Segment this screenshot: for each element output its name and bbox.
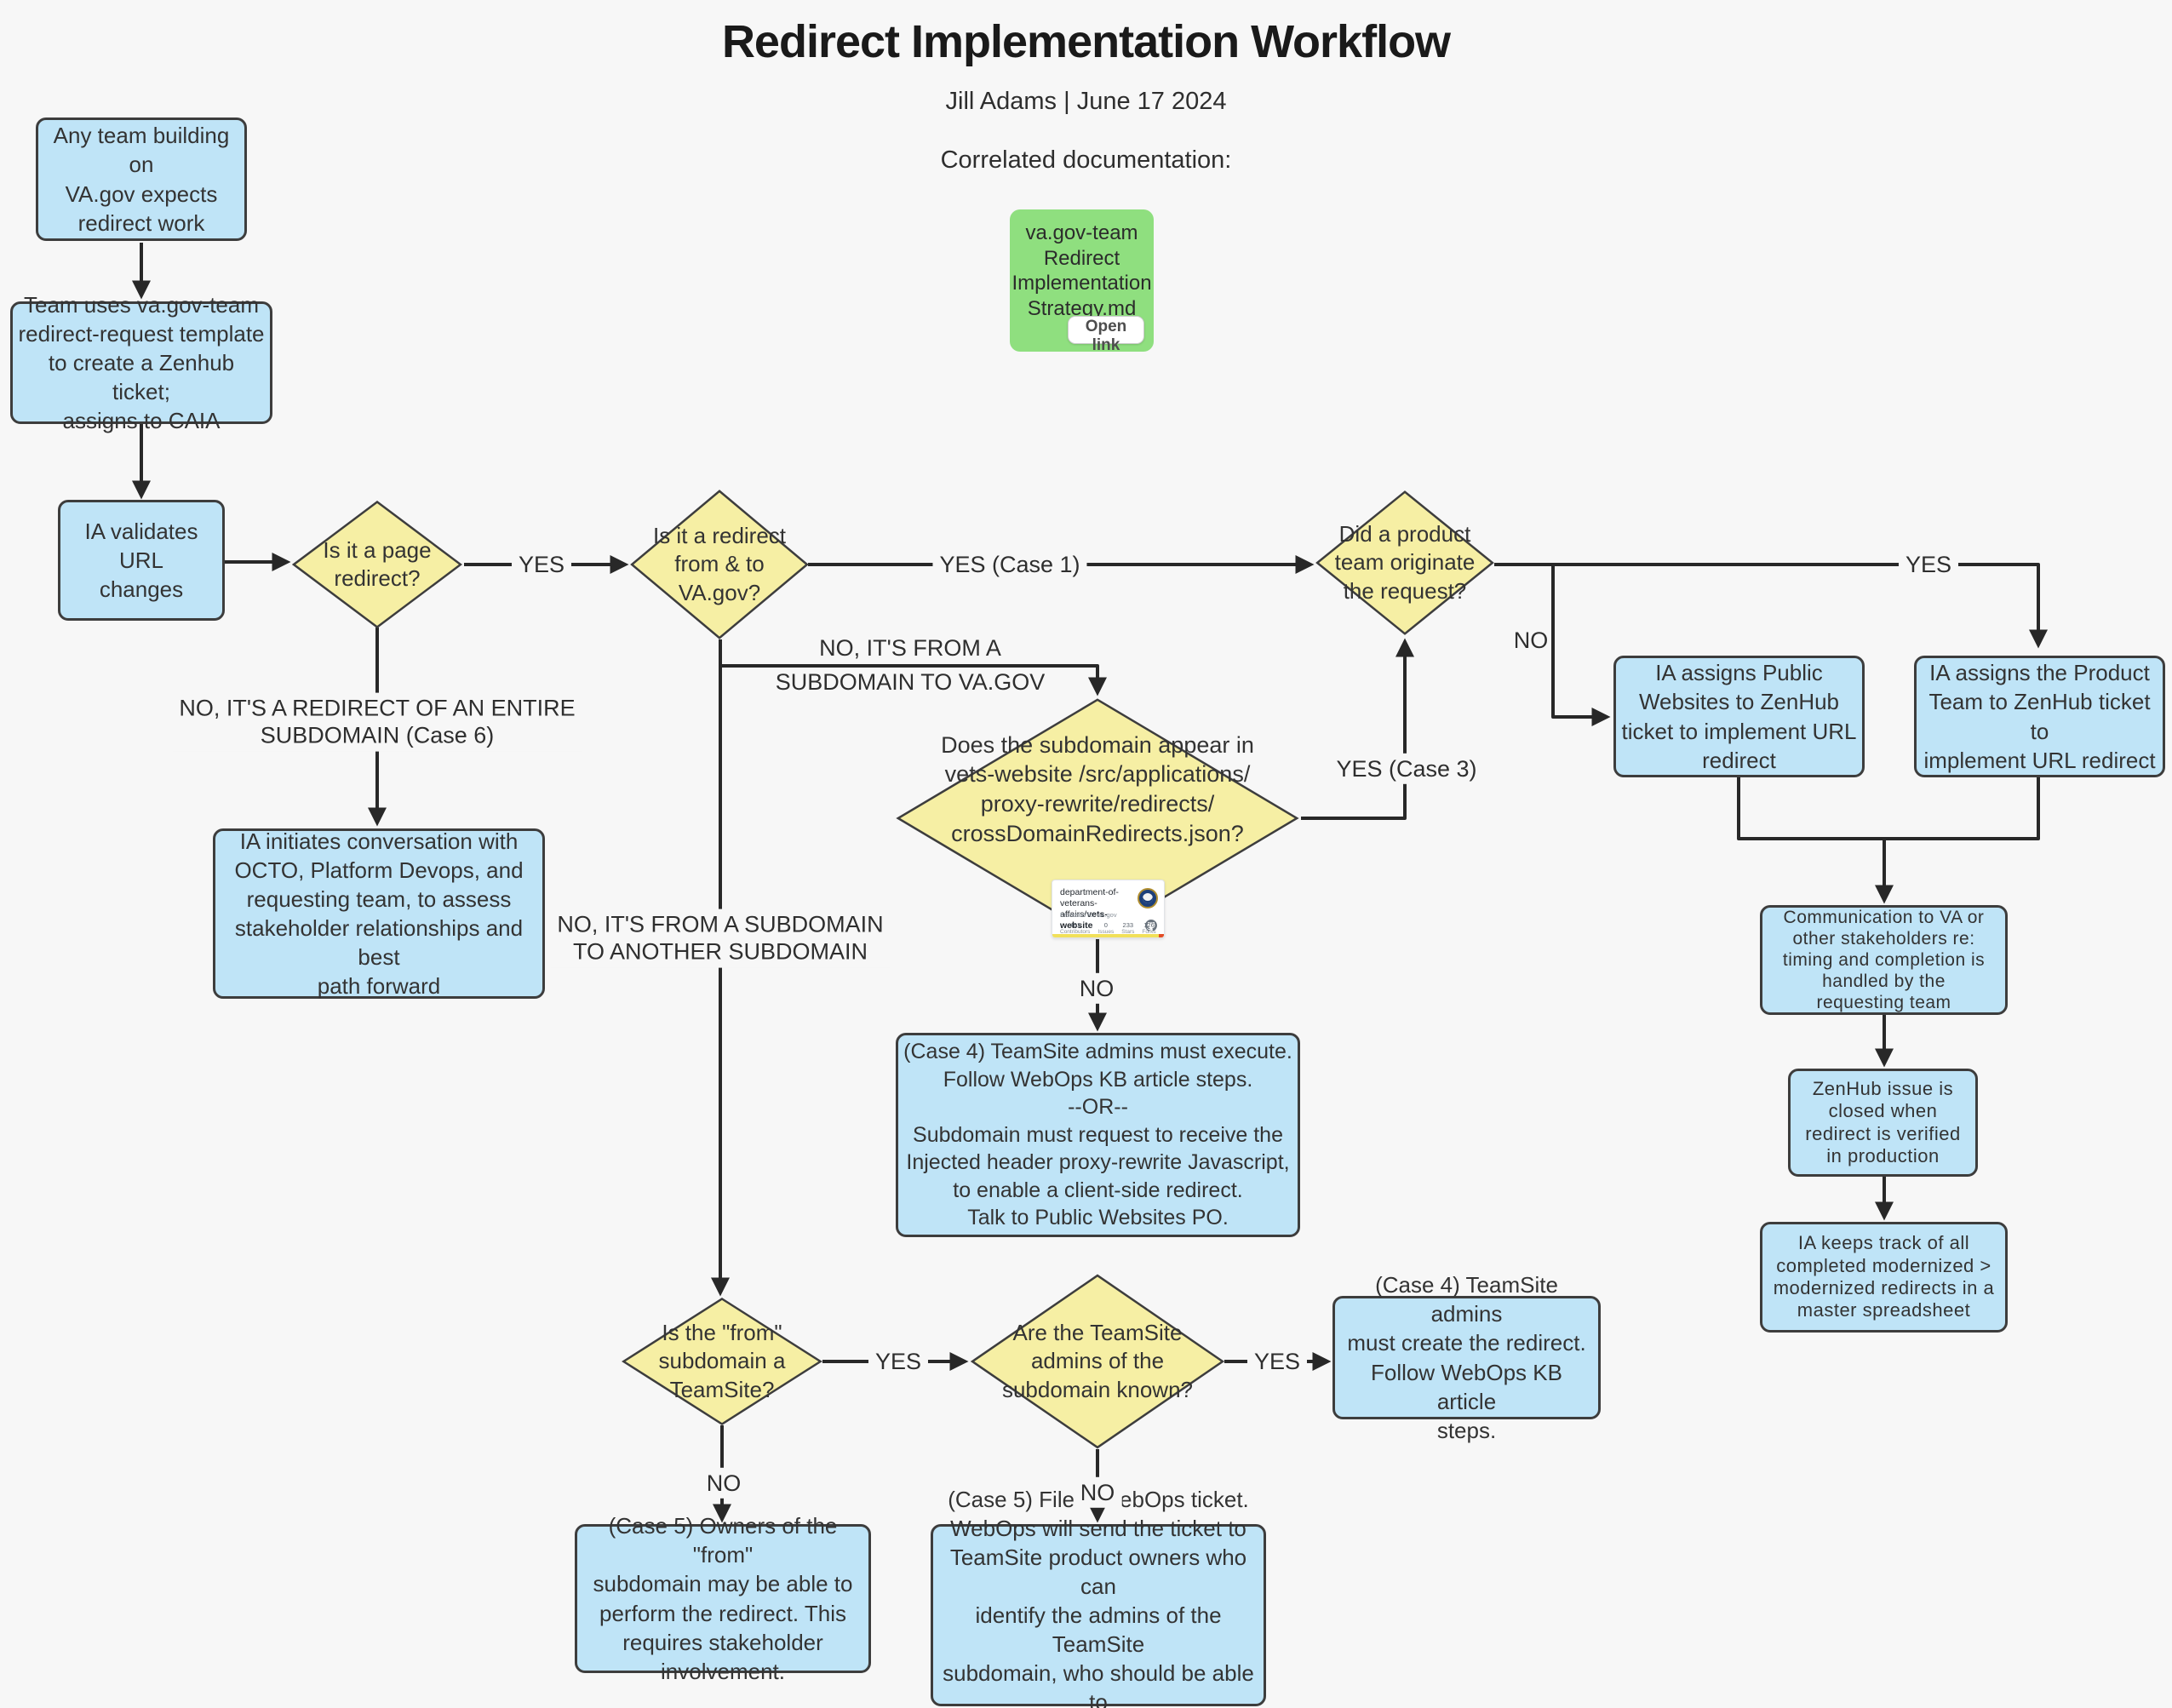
decision-admins-known-text: Are the TeamSite admins of the subdomain… <box>1001 1320 1194 1402</box>
github-repo-description: Frontend for VA.gov <box>1060 911 1117 919</box>
edge-label-no-teamsite: NO <box>699 1467 748 1499</box>
node-case5-webops: (Case 5) File a WebOps ticket. WebOps wi… <box>931 1487 1266 1708</box>
page-subtitle: Jill Adams | June 17 2024 <box>945 88 1227 115</box>
node-assign-public-websites: IA assigns Public Websites to ZenHub tic… <box>1613 656 1865 777</box>
edge-label-yes-admins: YES <box>1246 1345 1308 1378</box>
node-case5-owners: (Case 5) Owners of the "from" subdomain … <box>575 1513 871 1684</box>
diamond-shape <box>630 490 809 639</box>
stat-stars-label: Stars <box>1121 929 1135 935</box>
edge-label-no-product: NO <box>1511 624 1550 656</box>
stat-issues-value: 0 <box>1103 921 1108 929</box>
github-repo-org2: affairs/ <box>1060 909 1087 920</box>
github-repo-title: vets-website <box>1060 909 1108 931</box>
doc-card-title: va.gov-team Redirect Implementation Stra… <box>1011 221 1152 320</box>
edge-label-no-cross: NO <box>1072 972 1121 1005</box>
stat-contributors-value: 461 <box>1069 921 1080 929</box>
stat-forks-label: Forks <box>1142 929 1156 935</box>
stat-stars: 233 Stars <box>1121 921 1134 935</box>
page-title: Redirect Implementation Workflow <box>721 16 1451 67</box>
decision-product-team-text: Did a product team originate the request… <box>1334 521 1476 604</box>
diamond-shape <box>622 1298 822 1425</box>
stat-issues-label: Issues <box>1097 929 1115 935</box>
stat-contributors: 461 Contributors <box>1060 921 1090 935</box>
node-assign-product-team: IA assigns the Product Team to ZenHub ti… <box>1914 656 2165 777</box>
github-language-bar <box>1052 934 1164 937</box>
decision-page-redirect: Is it a page redirect? <box>292 501 462 628</box>
node-master-spreadsheet: IA keeps track of all completed moderniz… <box>1760 1222 2008 1333</box>
node-case4-execute: (Case 4) TeamSite admins must execute. F… <box>896 1033 1300 1237</box>
decision-from-to-vagov-text: Is it a redirect from & to VA.gov? <box>652 523 787 605</box>
node-ia-validates: IA validates URL changes <box>58 500 225 621</box>
node-communication: Communication to VA or other stakeholder… <box>1760 905 2008 1015</box>
node-start: Any team building on VA.gov expects redi… <box>36 117 247 241</box>
doc-card-redirect-strategy: va.gov-team Redirect Implementation Stra… <box>1010 209 1154 354</box>
github-repo-org: department-of-veterans- <box>1060 887 1119 909</box>
github-icon <box>1145 920 1157 931</box>
node-case6-conversation: IA initiates conversation with OCTO, Pla… <box>213 828 545 999</box>
node-zenhub-closed: ZenHub issue is closed when redirect is … <box>1788 1069 1978 1177</box>
stat-stars-value: 233 <box>1122 921 1134 929</box>
github-repo-card: department-of-veterans- affairs/vets-web… <box>1052 880 1165 938</box>
diamond-shape <box>970 1274 1225 1449</box>
edge-label-sub-to-sub: NO, IT'S FROM A SUBDOMAIN TO ANOTHER SUB… <box>550 908 891 968</box>
decision-from-teamsite: Is the "from" subdomain a TeamSite? <box>622 1298 822 1425</box>
edge-label-yes-case3: YES (Case 3) <box>1329 753 1484 785</box>
github-repo-stats: 461 Contributors 0 Issues 233 Stars 126 … <box>1060 921 1156 935</box>
correlated-docs-label: Correlated documentation: <box>940 146 1232 174</box>
diamond-shape <box>292 501 462 628</box>
edge-label-yes-page: YES <box>511 548 572 581</box>
edge-label-yes-teamsite: YES <box>868 1345 929 1378</box>
stat-forks-value: 126 <box>1143 921 1155 929</box>
diamond-shape <box>1315 490 1494 635</box>
edge-label-yes-product: YES <box>1898 548 1959 581</box>
decision-product-team: Did a product team originate the request… <box>1315 490 1494 635</box>
edge-label-yes-case1: YES (Case 1) <box>932 548 1087 581</box>
edge-label-sub-to-va: NO, IT'S FROM A SUBDOMAIN TO VA.GOV <box>775 635 1046 695</box>
decision-from-to-vagov: Is it a redirect from & to VA.gov? <box>630 490 809 639</box>
va-seal-logo <box>1138 888 1158 908</box>
decision-from-teamsite-text: Is the "from" subdomain a TeamSite? <box>658 1320 786 1402</box>
decision-page-redirect-text: Is it a page redirect? <box>323 536 432 591</box>
decision-admins-known: Are the TeamSite admins of the subdomain… <box>970 1274 1225 1449</box>
open-link-button[interactable]: Open link <box>1068 316 1144 354</box>
stat-contributors-label: Contributors <box>1060 929 1091 935</box>
stat-issues: 0 Issues <box>1097 921 1114 935</box>
edge-label-no-admins: NO <box>1073 1476 1122 1509</box>
decision-cross-domain-json-text: Does the subdomain appear in vets-websit… <box>941 731 1254 846</box>
github-repo-name: department-of-veterans- affairs/vets-web… <box>1060 887 1138 932</box>
stat-forks: 126 Forks <box>1142 921 1155 935</box>
edge-label-case6: NO, IT'S A REDIRECT OF AN ENTIRE SUBDOMA… <box>172 692 582 752</box>
node-zenhub-ticket: Team uses va.gov-team redirect-request t… <box>10 292 272 433</box>
node-case4-create: (Case 4) TeamSite admins must create the… <box>1332 1272 1601 1443</box>
